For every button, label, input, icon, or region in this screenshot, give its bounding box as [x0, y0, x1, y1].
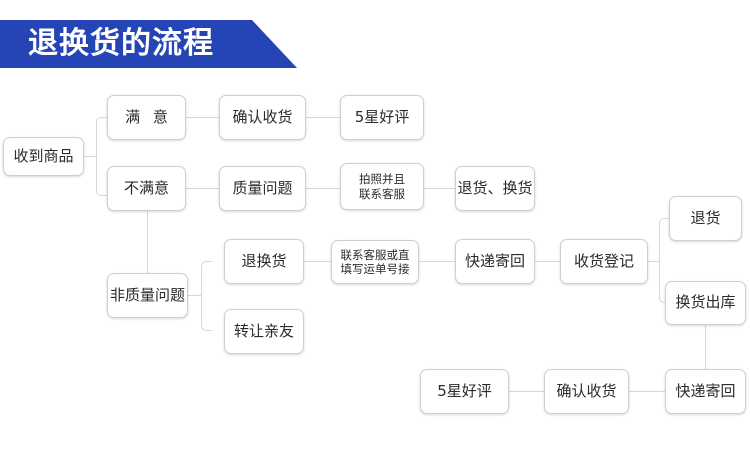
connector-returnexchange-contact — [304, 261, 331, 262]
connector-photo-returnexchange — [424, 188, 455, 189]
node-receipt-registration[interactable]: 收货登记 — [560, 239, 648, 284]
connector-contact-express — [419, 261, 455, 262]
node-five-star-bottom[interactable]: 5星好评 — [420, 369, 509, 414]
connector-exchange-express-bottom — [705, 325, 706, 369]
node-five-star[interactable]: 5星好评 — [340, 95, 424, 140]
node-confirm-receipt-bottom[interactable]: 确认收货 — [544, 369, 629, 414]
connector-satisfied-confirm — [186, 117, 219, 118]
node-refund[interactable]: 退货 — [669, 196, 742, 241]
node-exchange-outbound[interactable]: 换货出库 — [665, 281, 746, 325]
connector-received-out — [84, 156, 96, 157]
node-confirm-receipt[interactable]: 确认收货 — [219, 95, 306, 140]
connector-expressbottom-confirmbottom — [629, 391, 665, 392]
node-return-or-exchange[interactable]: 退换货 — [224, 239, 304, 284]
connector-confirm-fivestar — [306, 117, 340, 118]
connector-nonquality-out — [188, 295, 201, 296]
node-quality-issue[interactable]: 质量问题 — [219, 166, 306, 211]
node-non-quality-issue[interactable]: 非质量问题 — [107, 273, 188, 318]
header-banner — [0, 20, 297, 68]
connector-registration-out — [648, 261, 659, 262]
connector-quality-photo — [306, 188, 340, 189]
node-express-send-back[interactable]: 快递寄回 — [455, 239, 535, 284]
node-return-exchange-pair[interactable]: 退货、换货 — [455, 166, 535, 211]
bracket-registration-branch — [659, 218, 669, 303]
node-transfer-friend[interactable]: 转让亲友 — [224, 309, 304, 354]
node-unsatisfied[interactable]: 不满意 — [107, 166, 186, 211]
bracket-received-branch — [96, 117, 107, 196]
connector-unsatisfied-quality — [186, 188, 219, 189]
page-title: 退换货的流程 — [28, 26, 214, 61]
node-received[interactable]: 收到商品 — [3, 137, 84, 176]
node-photo-contact[interactable]: 拍照并且 联系客服 — [340, 163, 424, 210]
node-express-send-back-bottom[interactable]: 快递寄回 — [665, 369, 746, 414]
bracket-nonquality-branch — [201, 261, 212, 331]
connector-express-registration — [535, 261, 560, 262]
node-contact-or-waybill[interactable]: 联系客服或直 填写运单号接 — [331, 240, 419, 284]
connector-confirmbottom-fivestarbottom — [509, 391, 544, 392]
connector-unsatisfied-nonquality — [147, 210, 148, 273]
node-satisfied[interactable]: 满 意 — [107, 95, 186, 140]
